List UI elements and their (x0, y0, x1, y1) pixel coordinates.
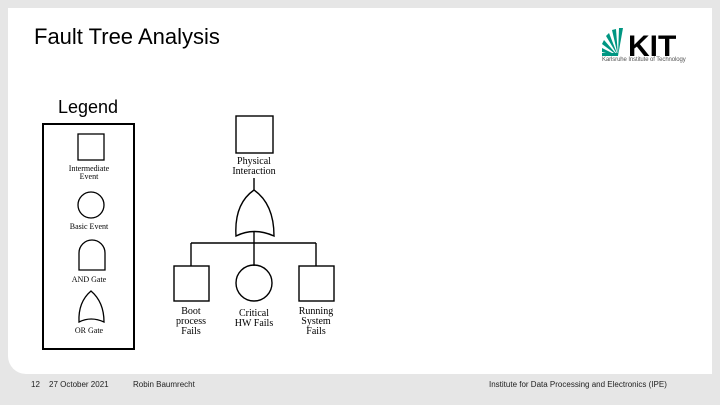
top-event-label: Physical Interaction (232, 156, 276, 177)
footer-page-number: 12 (31, 380, 40, 389)
legend-label-and: AND Gate (71, 275, 107, 284)
slide-title: Fault Tree Analysis (34, 24, 220, 49)
logo-wordmark: KIT (628, 30, 676, 63)
kit-logo: KIT (602, 28, 676, 63)
footer-institute: Institute for Data Processing and Electr… (489, 380, 667, 389)
boot-process-label: Boot process Fails (176, 306, 206, 337)
critical-hw-circle (235, 264, 273, 302)
slide-footer: 12 27 October 2021 Robin Baumrecht Insti… (0, 380, 720, 394)
logo-tagline: Karlsruhe Institute of Technology (602, 57, 686, 63)
boot-process-square (173, 265, 210, 302)
or-gate-symbol (235, 189, 275, 238)
legend-box: Intermediate Event Basic Event AND Gate … (42, 123, 135, 350)
critical-hw-label: Critical HW Fails (234, 308, 274, 329)
legend-square-icon (77, 133, 105, 161)
top-event-square (235, 115, 274, 154)
legend-circle-icon (77, 191, 105, 219)
legend-heading: Legend (58, 97, 119, 117)
running-system-square (298, 265, 335, 302)
legend-label-intermediate: Intermediate Event (68, 164, 110, 181)
footer-author: Robin Baumrecht (133, 380, 195, 389)
running-system-label: Running System Fails (298, 306, 334, 337)
footer-date: 27 October 2021 (49, 380, 109, 389)
legend-label-or: OR Gate (74, 326, 104, 335)
legend-and-gate-icon (78, 239, 106, 271)
legend-or-gate-icon (78, 290, 105, 324)
legend-shapes (77, 133, 106, 324)
legend-label-basic: Basic Event (69, 222, 109, 231)
